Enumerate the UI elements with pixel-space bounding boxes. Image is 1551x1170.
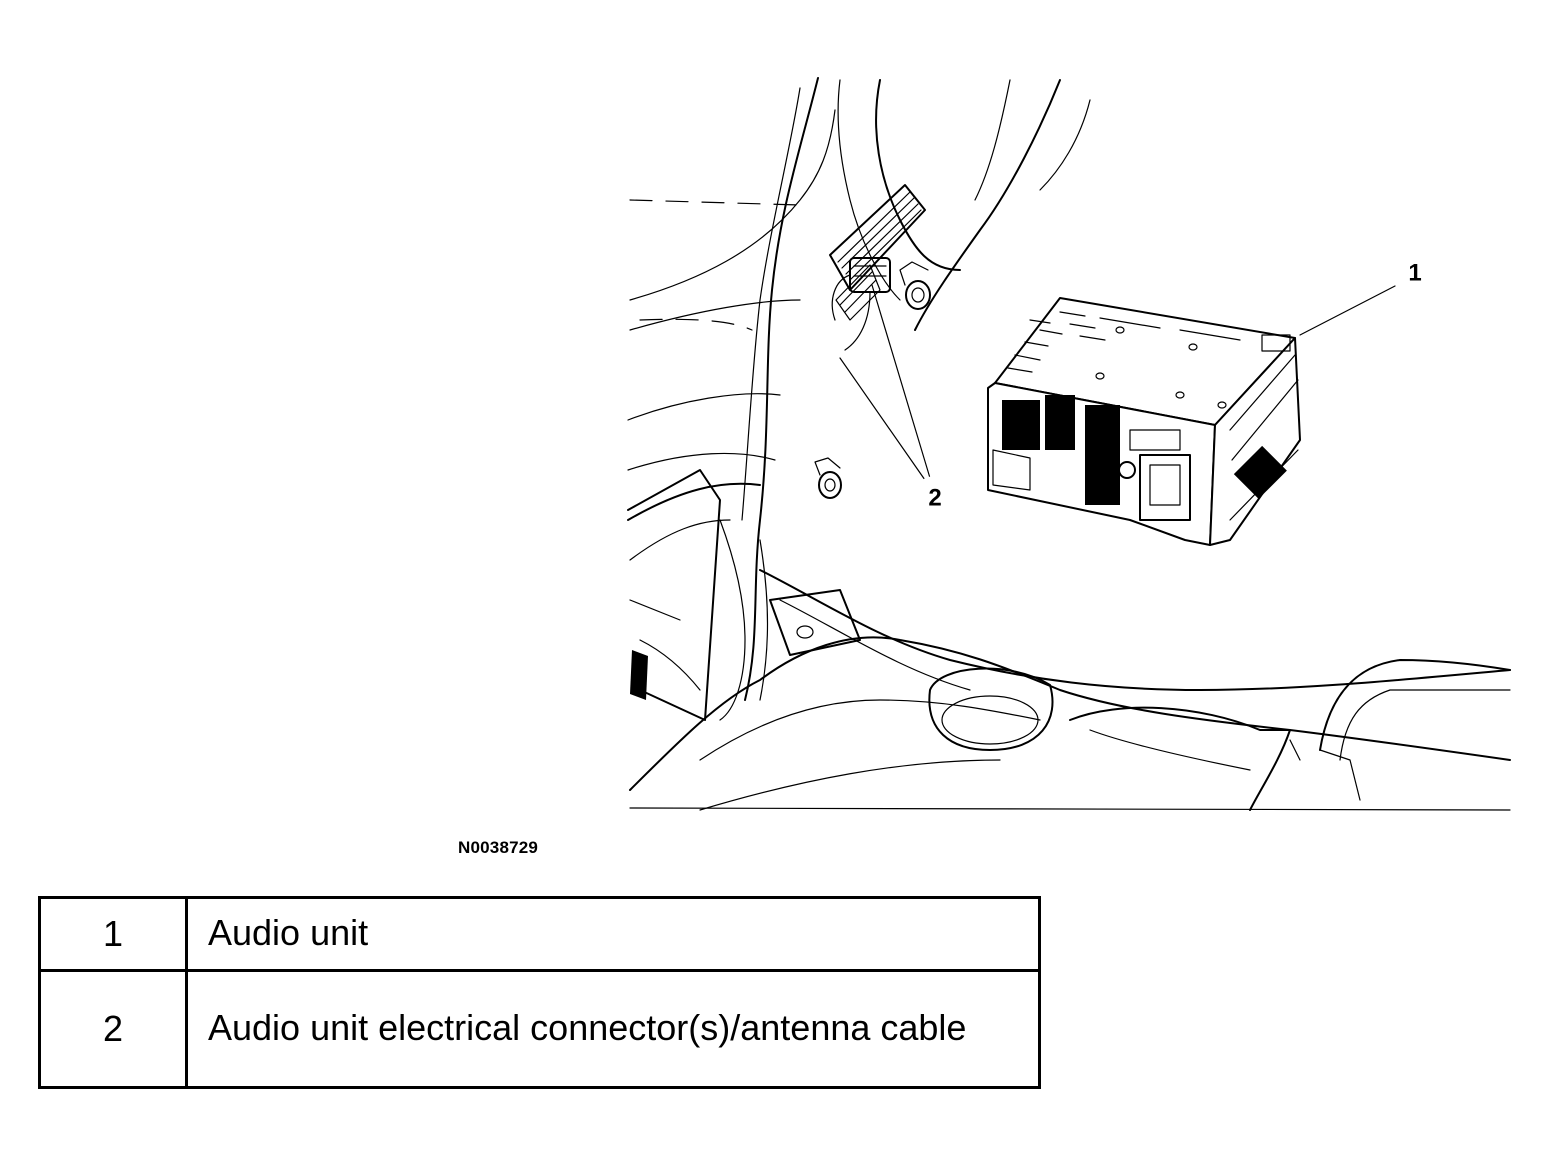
callout-1-label: 1 [1408,260,1421,287]
figure-id: N0038729 [458,838,539,857]
legend-description: Audio unit electrical connector(s)/anten… [185,969,1041,1089]
air-vent-louvres [829,184,926,321]
legend-table: 1 Audio unit 2 Audio unit electrical con… [38,896,1041,1089]
legend-row: 2 Audio unit electrical connector(s)/ant… [38,969,1041,1089]
dashboard-line-art [627,77,1511,811]
mounting-bolts [814,261,931,499]
callout-1: 1 [1299,251,1437,336]
legend-description: Audio unit [185,896,1041,972]
legend-row: 1 Audio unit [38,896,1041,972]
audio-unit-drawing [987,297,1301,546]
audio-unit-removal-illustration: 1 2 [627,77,1511,811]
callout-2: 2 [839,284,957,520]
callout-2-label: 2 [928,485,941,512]
cup-holder [928,667,1054,751]
legend-number: 2 [38,969,188,1089]
electrical-connectors [831,257,891,351]
legend-number: 1 [38,896,188,972]
